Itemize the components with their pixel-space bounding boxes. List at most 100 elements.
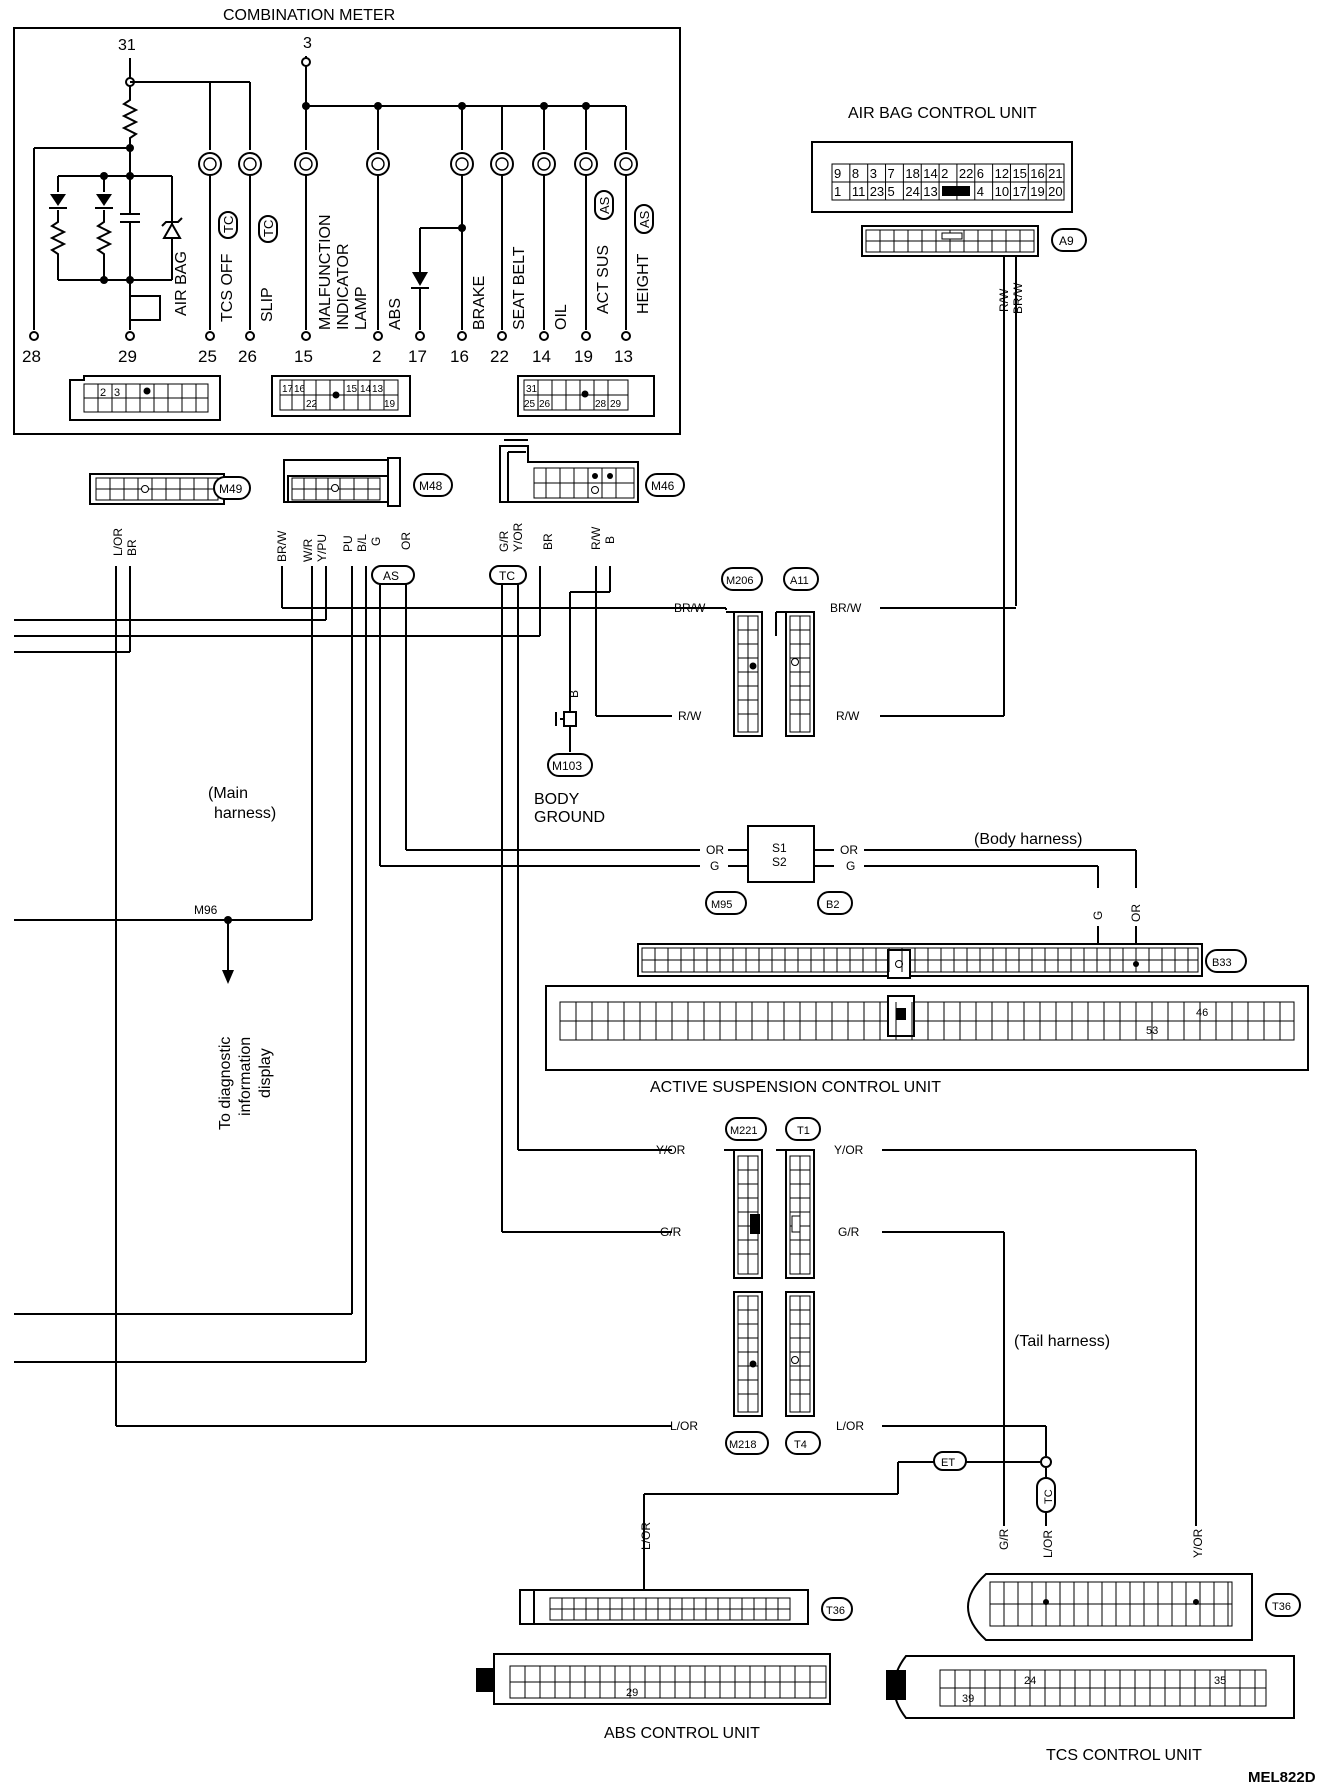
tc-tag-tail: TC [1043, 1489, 1055, 1504]
lamp-seat-belt [490, 152, 514, 330]
air-bag-pin: 22 [959, 166, 973, 181]
abs-lamp-label: ABS [387, 298, 404, 330]
pin-17: 17 [408, 347, 427, 366]
m49-wire-lor: L/OR [111, 528, 125, 556]
air-bag-pin: 20 [1048, 184, 1062, 199]
air-bag-pin: 18 [905, 166, 919, 181]
meter-connector-c: 31 25 26 28 29 [517, 375, 655, 417]
pin-22: 22 [490, 347, 509, 366]
svg-text:M49: M49 [219, 482, 243, 496]
pin-2: 2 [372, 347, 381, 366]
svg-text:S2: S2 [772, 855, 787, 869]
body-ground-label-1: BODY [534, 791, 580, 808]
svg-text:17: 17 [282, 384, 294, 395]
act-sus-badge: AS [597, 196, 612, 214]
svg-text:29: 29 [610, 399, 622, 410]
svg-text:L/OR: L/OR [1041, 1530, 1055, 1558]
air-bag-pin: 17 [1012, 184, 1026, 199]
wire-runs [14, 566, 726, 1427]
act-sus-lamp-label: ACT SUS [595, 245, 612, 314]
oil-lamp-label: OIL [553, 304, 570, 330]
pin-16: 16 [450, 347, 469, 366]
tail-harness-label: (Tail harness) [1014, 1333, 1110, 1350]
air-bag-pin: 9 [834, 166, 841, 181]
svg-text:BR: BR [541, 533, 555, 550]
svg-text:28: 28 [595, 399, 607, 410]
connector-m49: M49 L/OR BR [89, 473, 251, 556]
lamp-slip [238, 152, 262, 330]
air-bag-pin: 3 [870, 166, 877, 181]
svg-text:19: 19 [384, 399, 396, 410]
air-bag-pin: 14 [923, 166, 937, 181]
svg-text:Y/OR: Y/OR [656, 1143, 686, 1157]
lamp-oil [532, 152, 556, 330]
tc-tag-m46: TC [499, 569, 515, 583]
svg-text:B33: B33 [1212, 957, 1232, 969]
svg-text:15: 15 [346, 384, 358, 395]
airbag-wire-brw: BR/W [1011, 282, 1025, 314]
connector-a9-label: A9 [1059, 234, 1074, 248]
svg-text:Y/OR: Y/OR [511, 522, 525, 552]
air-bag-pin: 7 [888, 166, 895, 181]
air-bag-pin: 2 [941, 166, 948, 181]
svg-text:B/L: B/L [355, 534, 369, 552]
svg-text:T36: T36 [1272, 1601, 1291, 1613]
svg-text:35: 35 [1214, 1675, 1226, 1687]
airbag-wire-rw: R/W [997, 288, 1011, 312]
diagnostic-label-2: information [237, 1037, 254, 1116]
svg-text:PU: PU [341, 535, 355, 552]
pin-26: 26 [238, 347, 257, 366]
tcs-control-unit: G/R L/OR Y/OR T36 24 35 39 TCS CONTROL U… [886, 1528, 1301, 1764]
diagnostic-label-1: To diagnostic [217, 1037, 234, 1130]
svg-text:31: 31 [526, 384, 538, 395]
svg-text:G: G [1091, 911, 1105, 920]
abs-control-unit: L/OR T36 29 ABS CONTROL UNIT [476, 1522, 853, 1742]
svg-text:T36: T36 [826, 1605, 845, 1617]
body-ground: B M103 BODY GROUND [534, 688, 605, 826]
air-bag-pin: 1 [834, 184, 841, 199]
malfunction-label-1: MALFUNCTION [317, 214, 334, 330]
connector-m218-t4: L/OR L/OR M218 T4 TC ET [643, 1291, 1056, 1596]
svg-text:M95: M95 [711, 899, 732, 911]
svg-text:39: 39 [962, 1693, 974, 1705]
malfunction-label-2: INDICATOR [335, 243, 352, 330]
m49-wire-br: BR [125, 539, 139, 556]
svg-text:G/R: G/R [838, 1225, 860, 1239]
pin-14: 14 [532, 347, 551, 366]
air-bag-lamp-label: AIR BAG [173, 251, 190, 316]
air-bag-pin: 21 [1048, 166, 1062, 181]
svg-text:OR: OR [1129, 904, 1143, 922]
terminal-31-label: 31 [118, 37, 136, 54]
air-bag-unit-title: AIR BAG CONTROL UNIT [848, 105, 1037, 122]
pin-13: 13 [614, 347, 633, 366]
lamp-act-sus [574, 152, 598, 330]
svg-text:Y/OR: Y/OR [834, 1143, 864, 1157]
svg-text:2: 2 [100, 387, 106, 399]
connector-m48: M48 BR/W W/R Y/PU PU B/L G OR AS [275, 457, 453, 585]
brake-lamp-label: BRAKE [471, 276, 488, 330]
svg-text:B: B [567, 690, 581, 698]
active-suspension-title: ACTIVE SUSPENSION CONTROL UNIT [650, 1079, 941, 1096]
svg-text:G: G [369, 537, 383, 546]
svg-text:G: G [846, 859, 855, 873]
combination-meter-title: COMBINATION METER [223, 7, 395, 24]
meter-connector-a: 2 3 [69, 375, 221, 421]
lamp-brake [411, 152, 474, 330]
svg-text:16: 16 [294, 384, 306, 395]
lamp-abs [366, 152, 390, 330]
svg-text:M46: M46 [651, 479, 675, 493]
svg-text:29: 29 [626, 1687, 638, 1699]
svg-text:OR: OR [840, 843, 858, 857]
pin-25: 25 [198, 347, 217, 366]
svg-text:M221: M221 [730, 1125, 758, 1137]
svg-text:14: 14 [360, 384, 372, 395]
svg-text:M103: M103 [552, 759, 582, 773]
svg-text:3: 3 [114, 387, 120, 399]
joint-connector-m95-b2: OR G S1 S2 OR G OR G M95 B2 (Body harnes… [705, 825, 1143, 960]
air-bag-pin: 15 [1012, 166, 1026, 181]
svg-text:L/OR: L/OR [670, 1419, 698, 1433]
svg-text:G/R: G/R [497, 530, 511, 552]
air-bag-pin: 10 [995, 184, 1009, 199]
lamp-malfunction [294, 152, 318, 330]
